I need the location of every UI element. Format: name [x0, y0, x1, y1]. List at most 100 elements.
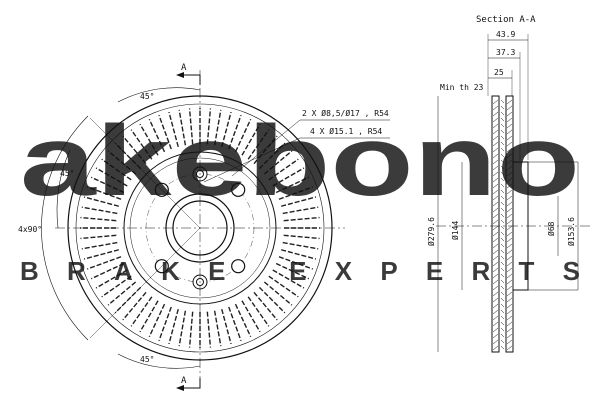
hatch-line	[492, 339, 499, 345]
watermark-tagline: BRAKE EXPERTS	[20, 256, 580, 286]
vane-line	[178, 109, 187, 146]
vane-line	[275, 262, 310, 280]
hatch-line	[492, 315, 499, 321]
vent-line	[500, 309, 505, 314]
vent-line	[500, 207, 505, 212]
vane-line	[206, 311, 212, 348]
vane-line	[139, 300, 159, 333]
vent-line	[500, 225, 505, 230]
vane-line	[122, 135, 147, 165]
hatch-line	[506, 129, 513, 135]
vane-line	[263, 150, 293, 175]
hatch-line	[506, 165, 513, 171]
vane-line	[86, 256, 122, 270]
width-disc: 25	[494, 68, 504, 77]
vane-line	[241, 300, 261, 333]
vent-line	[500, 183, 505, 188]
vent-line	[500, 219, 505, 224]
hatch-line	[492, 213, 499, 219]
hatch-line	[506, 213, 513, 219]
hatch-line	[492, 243, 499, 249]
hatch-line	[506, 291, 513, 297]
akebono-watermark: akebono BRAKE EXPERTS	[20, 105, 580, 286]
vent-line	[500, 231, 505, 236]
hatch-line	[506, 123, 513, 129]
hatch-line	[492, 249, 499, 255]
vane-line	[278, 256, 314, 270]
hatch-line	[492, 153, 499, 159]
angle-label-top: 45°	[140, 92, 154, 101]
hatch-line	[506, 285, 513, 291]
hatch-line	[492, 105, 499, 111]
hatch-line	[492, 147, 499, 153]
vane-line	[275, 176, 310, 194]
vent-line	[500, 339, 505, 344]
vane-line	[263, 281, 293, 306]
width-hat: 37.3	[496, 48, 515, 57]
vane-line	[272, 167, 305, 187]
section-arrowhead-top	[176, 72, 184, 78]
hatch-line	[492, 291, 499, 297]
vent-line	[500, 165, 505, 170]
angle-label-left: 45°	[60, 169, 74, 178]
section-arrowhead-bottom	[176, 385, 184, 391]
vane-line	[101, 158, 132, 181]
hatch-line	[506, 171, 513, 177]
vane-line	[278, 186, 314, 200]
angle-ray-bottom-left	[89, 227, 201, 339]
diameter-hat: Ø153.6	[566, 217, 576, 246]
hatch-line	[492, 225, 499, 231]
hatch-line	[506, 141, 513, 147]
wheel-bolt-hole	[231, 259, 246, 274]
vane-line	[95, 167, 128, 187]
wheel-bolt-hole	[231, 182, 246, 197]
hatch-line	[506, 243, 513, 249]
vent-line	[500, 243, 505, 248]
vane-line	[283, 234, 320, 240]
hatch-line	[492, 309, 499, 315]
vane-line	[228, 114, 242, 150]
hatch-line	[506, 237, 513, 243]
hatch-line	[506, 261, 513, 267]
vane-line	[253, 135, 278, 165]
hatch-line	[506, 219, 513, 225]
width-overall: 43.9	[496, 30, 515, 39]
diameter-hub-bore: Ø68	[546, 221, 556, 236]
vane-line	[107, 150, 137, 175]
hatch-line	[506, 111, 513, 117]
hatch-line	[492, 123, 499, 129]
vane-line	[280, 249, 317, 260]
vane-line	[241, 123, 261, 156]
hatch-line	[492, 183, 499, 189]
vent-line	[500, 123, 505, 128]
vent-line	[500, 267, 505, 272]
hatch-line	[506, 273, 513, 279]
vane-line	[101, 275, 132, 298]
hatch-line	[506, 117, 513, 123]
hatch-line	[506, 195, 513, 201]
hatch-line	[492, 99, 499, 105]
vent-line	[500, 273, 505, 278]
vane-line	[258, 286, 286, 314]
vent-line	[500, 327, 505, 332]
hatch-line	[506, 231, 513, 237]
vane-line	[221, 308, 232, 345]
hatch-line	[492, 303, 499, 309]
hatch-line	[506, 345, 513, 351]
hatch-line	[506, 267, 513, 273]
vane-line	[83, 249, 120, 260]
angle-ray-top-left	[89, 117, 201, 229]
vent-line	[500, 147, 505, 152]
angle-label-pattern: 4x90°	[18, 225, 42, 234]
hatch-line	[506, 339, 513, 345]
vent-line	[500, 321, 505, 326]
vane-line	[221, 111, 232, 148]
hatch-line	[492, 177, 499, 183]
angle-arc-pattern	[41, 115, 89, 341]
hatch-line	[492, 159, 499, 165]
vane-line	[139, 123, 159, 156]
hatch-line	[492, 201, 499, 207]
vane-line	[258, 142, 286, 170]
vane-line	[213, 310, 222, 347]
hatch-line	[492, 219, 499, 225]
